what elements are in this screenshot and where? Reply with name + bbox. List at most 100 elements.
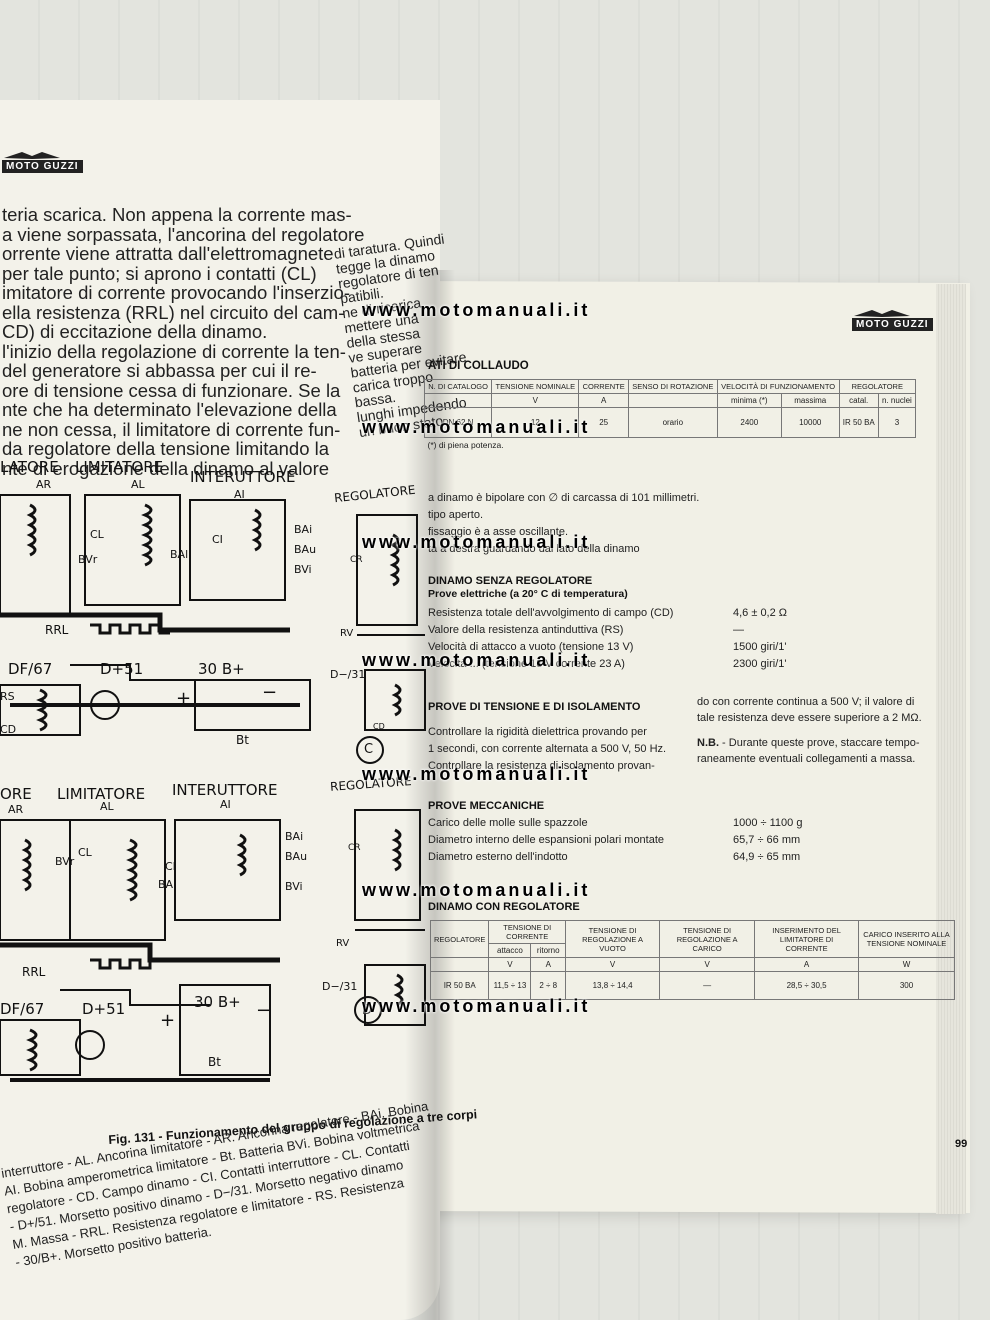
text-line: ella resistenza (RRL) nel circuito del c… xyxy=(2,301,345,323)
table-note: (*) di piena potenza. xyxy=(427,440,504,450)
label-cl: CL xyxy=(90,528,104,541)
text-line: do con corrente continua a 500 V; il val… xyxy=(697,696,915,708)
watermark-2: www.motomanuali.it xyxy=(362,417,591,437)
table2-unit: A xyxy=(754,957,860,972)
text-line: CD) di eccitazione della dinamo. xyxy=(2,321,268,342)
table-cell: 3 xyxy=(877,407,917,438)
spec-label: Valore della resistenza antinduttiva (RS… xyxy=(428,624,624,636)
label-d31-mid-bottom: D−/31 xyxy=(322,980,358,993)
th-senso: SENSO DI ROTAZIONE xyxy=(627,379,718,394)
schematic-middle-bottom xyxy=(354,809,426,1026)
label-interruttore-top: INTERUTTORE xyxy=(190,468,296,486)
spec-row: Velocità ... (tensione 13 V corrente 23 … xyxy=(428,656,828,673)
subheading-prove-elettriche: Prove elettriche (a 20° C di temperatura… xyxy=(428,588,628,600)
table2-unit: V xyxy=(659,957,756,972)
label-al: AL xyxy=(131,478,145,491)
spec-row: Diametro interno delle espansioni polari… xyxy=(428,832,828,849)
th2-regolatore: REGOLATORE xyxy=(429,920,490,958)
table-subheader: minima (*) xyxy=(716,393,782,408)
text-line: a viene sorpassata, l'ancorina del regol… xyxy=(2,223,365,245)
th2-carico-inserito: CARICO INSERITO ALLA TENSIONE NOMINALE xyxy=(858,920,955,958)
label-bvr-b: BVr xyxy=(55,855,75,868)
th-corrente: CORRENTE xyxy=(578,379,629,394)
text-line: del generatore si abbassa per cui il re- xyxy=(2,360,317,381)
book-gutter xyxy=(405,270,455,1320)
nb-note: N.B. - Durante queste prove, staccare te… xyxy=(697,735,920,767)
nb-line-2: raneamente eventuali collegamenti a mass… xyxy=(697,753,916,765)
label-ar-b: AR xyxy=(8,803,24,816)
text-line: orrente viene attratta dall'elettromagne… xyxy=(2,243,334,264)
table-cell: orario xyxy=(627,407,718,438)
watermark-6: www.motomanuali.it xyxy=(362,880,591,900)
nb-line-1: - Durante queste prove, staccare tempo- xyxy=(719,737,920,749)
label-df67: DF/67 xyxy=(8,660,53,678)
page-number: 99 xyxy=(955,1138,968,1150)
table2-cell: 28,5 ÷ 30,5 xyxy=(754,971,860,1000)
spec-label: Velocità ... (tensione 13 V corrente 23 … xyxy=(428,658,625,670)
table2-subheader: attacco xyxy=(488,943,532,958)
label-bau-b: BAu xyxy=(285,850,308,863)
table-subheader xyxy=(423,393,493,408)
table-subheader: massima xyxy=(780,393,840,408)
table2-cell: 300 xyxy=(858,971,955,1000)
th-regolatore: REGOLATORE xyxy=(838,379,917,394)
table-subheader: catal. xyxy=(838,393,879,408)
label-df67-b: DF/67 xyxy=(0,1000,45,1018)
table2-unit xyxy=(429,957,490,972)
text-line: Controllare la rigidità dielettrica prov… xyxy=(428,726,647,738)
label-bai: BAi xyxy=(294,523,313,536)
spec-value: 1000 ÷ 1100 g xyxy=(733,817,803,829)
label-regolatore-bottom: ORE xyxy=(0,785,32,803)
label-cl-b: CL xyxy=(78,846,92,859)
label-bau: BAu xyxy=(294,543,317,556)
section-title-collaudo: ATI DI COLLAUDO xyxy=(428,360,529,372)
heading-con-regolatore: DINAMO CON REGOLATORE xyxy=(428,901,580,913)
spec-table-dinamo: N. DI CATALOGO TENSIONE NOMINALE CORRENT… xyxy=(423,379,917,452)
spec-value: 65,7 ÷ 66 mm xyxy=(733,834,801,846)
text-line: imitatore di corrente provocando l'inser… xyxy=(2,282,350,303)
label-ci-b: CI xyxy=(165,860,176,873)
label-plus: + xyxy=(176,688,192,709)
label-bal-b: BAl xyxy=(158,878,177,891)
table2-unit: A xyxy=(530,957,567,972)
spec-value: 2300 giri/1' xyxy=(733,658,787,670)
text-line: fissaggio è a asse oscillante. xyxy=(428,526,569,538)
label-ai-b: AI xyxy=(220,798,231,811)
table-cell: IR 50 BA xyxy=(838,407,879,438)
label-al-b: AL xyxy=(100,800,114,813)
label-bvi-b: BVi xyxy=(285,880,303,893)
table-subheader: n. nuclei xyxy=(877,393,917,408)
table2-cell: 13,8 ÷ 14,4 xyxy=(565,971,661,1000)
spec-row: Valore della resistenza antinduttiva (RS… xyxy=(428,622,828,639)
label-bal: BAl xyxy=(170,548,189,561)
schematic-bottom xyxy=(0,819,281,1082)
table2-unit: V xyxy=(565,957,661,972)
text-line: teria scarica. Non appena la corrente ma… xyxy=(2,204,352,225)
senza-rows: Resistenza totale dell'avvolgimento di c… xyxy=(428,605,828,673)
th2-vuoto: TENSIONE DI REGOLAZIONE A VUOTO xyxy=(565,920,661,958)
table2-cell: 2 ÷ 8 xyxy=(530,971,567,1000)
text-line: 1 secondi, con corrente alternata a 500 … xyxy=(428,743,667,755)
th2-tensione-corrente: TENSIONE DI CORRENTE xyxy=(488,920,567,944)
table-subheader: V xyxy=(491,393,580,408)
spec-label: Velocità di attacco a vuoto (tensione 13… xyxy=(428,641,634,653)
text-line: tipo aperto. xyxy=(428,509,484,521)
th2-carico: TENSIONE DI REGOLAZIONE A CARICO xyxy=(659,920,756,958)
label-d51-b: D+51 xyxy=(82,1000,126,1018)
label-minus-b: − xyxy=(256,1000,272,1021)
table-cell: 2400 xyxy=(716,407,782,438)
eagle-icon xyxy=(4,152,60,159)
label-bvr: BVr xyxy=(78,553,98,566)
spec-value: 1500 giri/1' xyxy=(733,641,787,653)
eagle-icon-right xyxy=(854,310,910,317)
label-ai: AI xyxy=(234,488,245,501)
label-cd: CD xyxy=(0,723,17,736)
th-velocita: VELOCITÀ DI FUNZIONAMENTO xyxy=(716,379,840,394)
table-subheader: A xyxy=(578,393,629,408)
text-line: Controllare la resistenza di isolamento … xyxy=(428,760,655,772)
label-rs: RS xyxy=(0,690,15,703)
label-minus: − xyxy=(262,682,278,703)
